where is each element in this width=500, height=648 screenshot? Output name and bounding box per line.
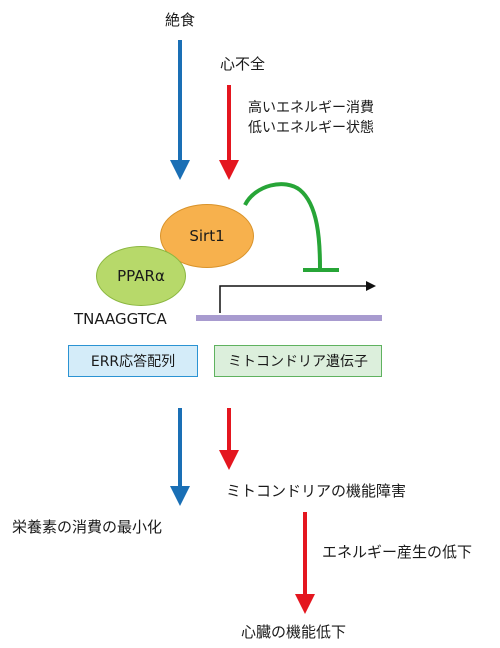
heart-decline-arrow bbox=[295, 512, 315, 614]
fasting-arrow bbox=[170, 40, 190, 180]
heart-decline-label: 心臓の機能低下 bbox=[241, 623, 347, 641]
mito-dysfunction-arrow bbox=[219, 408, 239, 470]
energy-decline-label: エネルギー産生の低下 bbox=[322, 543, 473, 561]
heart-failure-arrow bbox=[219, 85, 239, 180]
err-response-box: ERR応答配列 bbox=[68, 345, 198, 377]
mito-gene-box: ミトコンドリア遺伝子 bbox=[214, 345, 382, 377]
sirt1-node: Sirt1 bbox=[160, 204, 254, 268]
transcription-arrow bbox=[219, 281, 376, 313]
sirt1-label: Sirt1 bbox=[189, 227, 225, 245]
ppar-node: PPARα bbox=[96, 246, 186, 306]
heart-failure-label: 心不全 bbox=[220, 55, 266, 73]
dna-bar bbox=[196, 315, 382, 321]
inhibition-arc bbox=[243, 182, 339, 272]
energy-state-line2: 低いエネルギー状態 bbox=[248, 120, 374, 136]
sequence-label: TNAAGGTCA bbox=[74, 310, 167, 328]
err-box-label: ERR応答配列 bbox=[90, 354, 176, 370]
energy-state-line1: 高いエネルギー消費 bbox=[248, 100, 374, 116]
fasting-label: 絶食 bbox=[165, 11, 196, 29]
nutrient-arrow bbox=[170, 408, 190, 506]
ppar-label: PPARα bbox=[117, 267, 165, 285]
mito-gene-box-label: ミトコンドリア遺伝子 bbox=[228, 354, 368, 370]
nutrient-min-label: 栄養素の消費の最小化 bbox=[12, 518, 163, 536]
mito-dysfunction-label: ミトコンドリアの機能障害 bbox=[226, 482, 407, 500]
